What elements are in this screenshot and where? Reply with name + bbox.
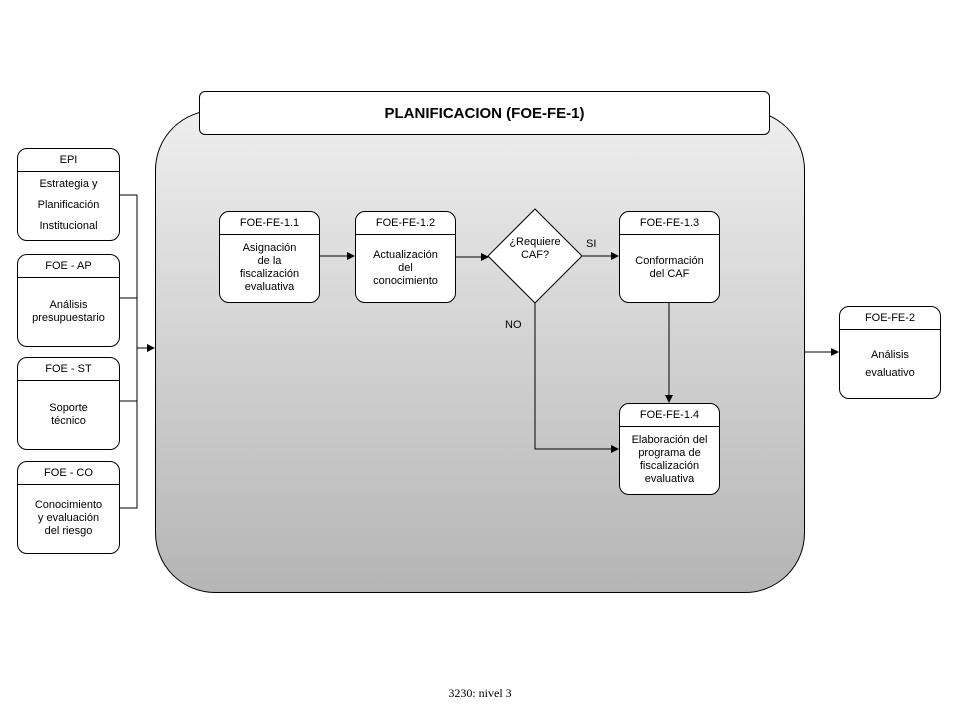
process-code: FOE-FE-1.1 [220,212,319,235]
input-box-co: FOE - CO Conocimiento y evaluación del r… [17,461,120,554]
arrow-no [534,303,619,453]
process-name: Actualización del conocimiento [373,248,438,287]
process-name: Asignación de la fiscalización evaluativ… [239,242,300,293]
decision-diamond [487,208,583,304]
process-box-1-1: FOE-FE-1.1 Asignación de la fiscalizació… [219,211,320,303]
input-code: FOE - AP [18,255,119,278]
footer-note: 3230: nivel 3 [448,686,512,700]
process-box-1-3: FOE-FE-1.3 Conformación del CAF [619,211,720,303]
page-title: PLANIFICACION (FOE-FE-1) [199,91,770,135]
output-box: FOE-FE-2 Análisis evaluativo [839,306,941,399]
input-name: Conocimiento y evaluación del riesgo [34,499,103,537]
yes-label: SI [586,238,597,250]
input-box-epi: EPI Estrategia y Planificación Instituci… [17,148,120,241]
no-label: NO [505,319,522,331]
input-name: Análisis presupuestario [32,298,105,324]
input-box-ap: FOE - AP Análisis presupuestario [17,254,120,347]
process-code: FOE-FE-1.2 [356,212,455,235]
process-box-1-2: FOE-FE-1.2 Actualización del conocimient… [355,211,456,303]
input-name: Soporte técnico [49,401,88,427]
decision-text: ¿Requiere CAF? [509,236,561,261]
process-name: Elaboración del programa de fiscalizació… [631,434,708,485]
input-name: Estrategia y Planificación Institucional [37,178,100,232]
planning-panel [155,110,805,593]
output-name: Análisis evaluativo [865,348,915,379]
output-code: FOE-FE-2 [840,307,940,330]
input-code: FOE - CO [18,462,119,485]
process-name: Conformación del CAF [635,255,704,280]
input-code: EPI [18,149,119,172]
process-code: FOE-FE-1.4 [620,404,719,427]
input-code: FOE - ST [18,358,119,381]
input-bracket [120,194,138,509]
input-box-st: FOE - ST Soporte técnico [17,357,120,450]
process-code: FOE-FE-1.3 [620,212,719,235]
process-box-1-4: FOE-FE-1.4 Elaboración del programa de f… [619,403,720,495]
